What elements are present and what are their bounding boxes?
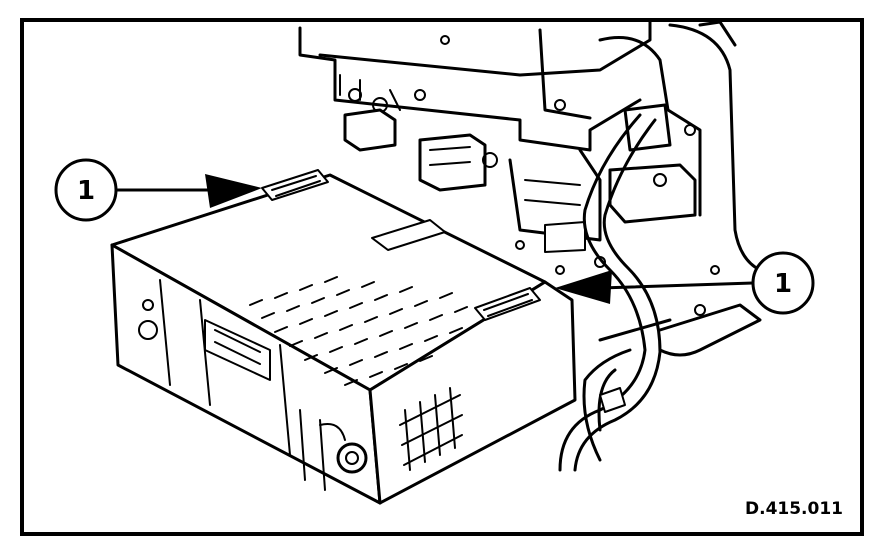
callout-left-label: 1 [77,176,95,206]
dashboard-structure [298,20,762,357]
arrow-right [555,270,612,304]
vent-pattern [249,276,468,386]
callout-right-label: 1 [774,269,792,299]
callout-left: 1 [54,158,262,222]
arrow-left [205,174,262,208]
callout-right: 1 [555,251,815,315]
figure-reference: D.415.011 [745,499,843,519]
figure-frame [20,18,864,536]
wiring-harness [558,113,662,472]
radio-unit [110,169,577,505]
